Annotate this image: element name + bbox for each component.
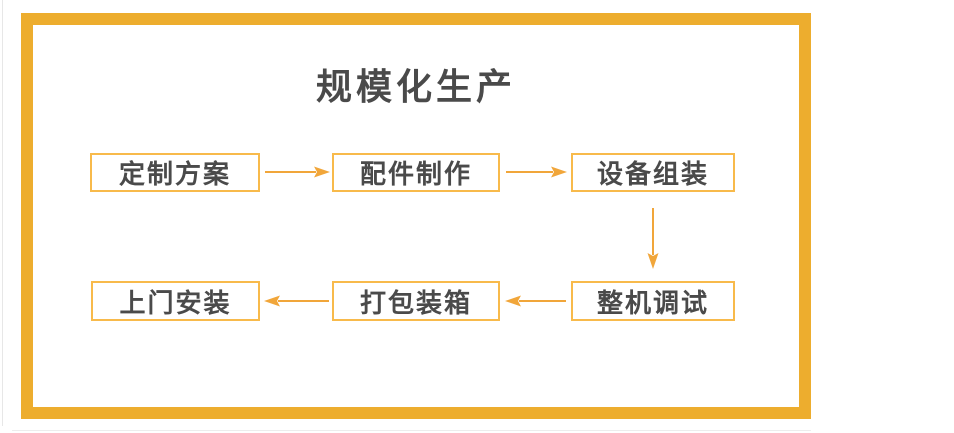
flow-box-label: 设备组装 bbox=[596, 159, 709, 189]
flow-box-custom-plan: 定制方案 bbox=[90, 153, 260, 192]
flow-box-equipment-assembly: 设备组装 bbox=[571, 153, 735, 192]
flow-box-label: 打包装箱 bbox=[359, 287, 472, 318]
section-divider-line bbox=[12, 430, 811, 431]
diagram-frame bbox=[21, 13, 811, 419]
flow-box-machine-debugging: 整机调试 bbox=[571, 281, 735, 321]
flow-box-label: 整机调试 bbox=[596, 287, 709, 318]
flow-box-label: 定制方案 bbox=[118, 159, 231, 189]
flow-box-label: 配件制作 bbox=[359, 159, 472, 189]
arrow-down-icon bbox=[647, 208, 659, 269]
flow-box-onsite-installation: 上门安装 bbox=[91, 281, 260, 321]
diagram-title: 规模化生产 bbox=[315, 66, 516, 107]
flow-box-label: 上门安装 bbox=[119, 287, 232, 318]
flow-box-packing: 打包装箱 bbox=[332, 281, 500, 321]
arrow-left-icon bbox=[505, 295, 566, 307]
flow-box-parts-production: 配件制作 bbox=[332, 153, 500, 192]
arrow-right-icon bbox=[506, 166, 567, 178]
page-edge-line bbox=[2, 0, 3, 426]
arrow-left-icon bbox=[264, 295, 329, 307]
arrow-right-icon bbox=[265, 166, 330, 178]
